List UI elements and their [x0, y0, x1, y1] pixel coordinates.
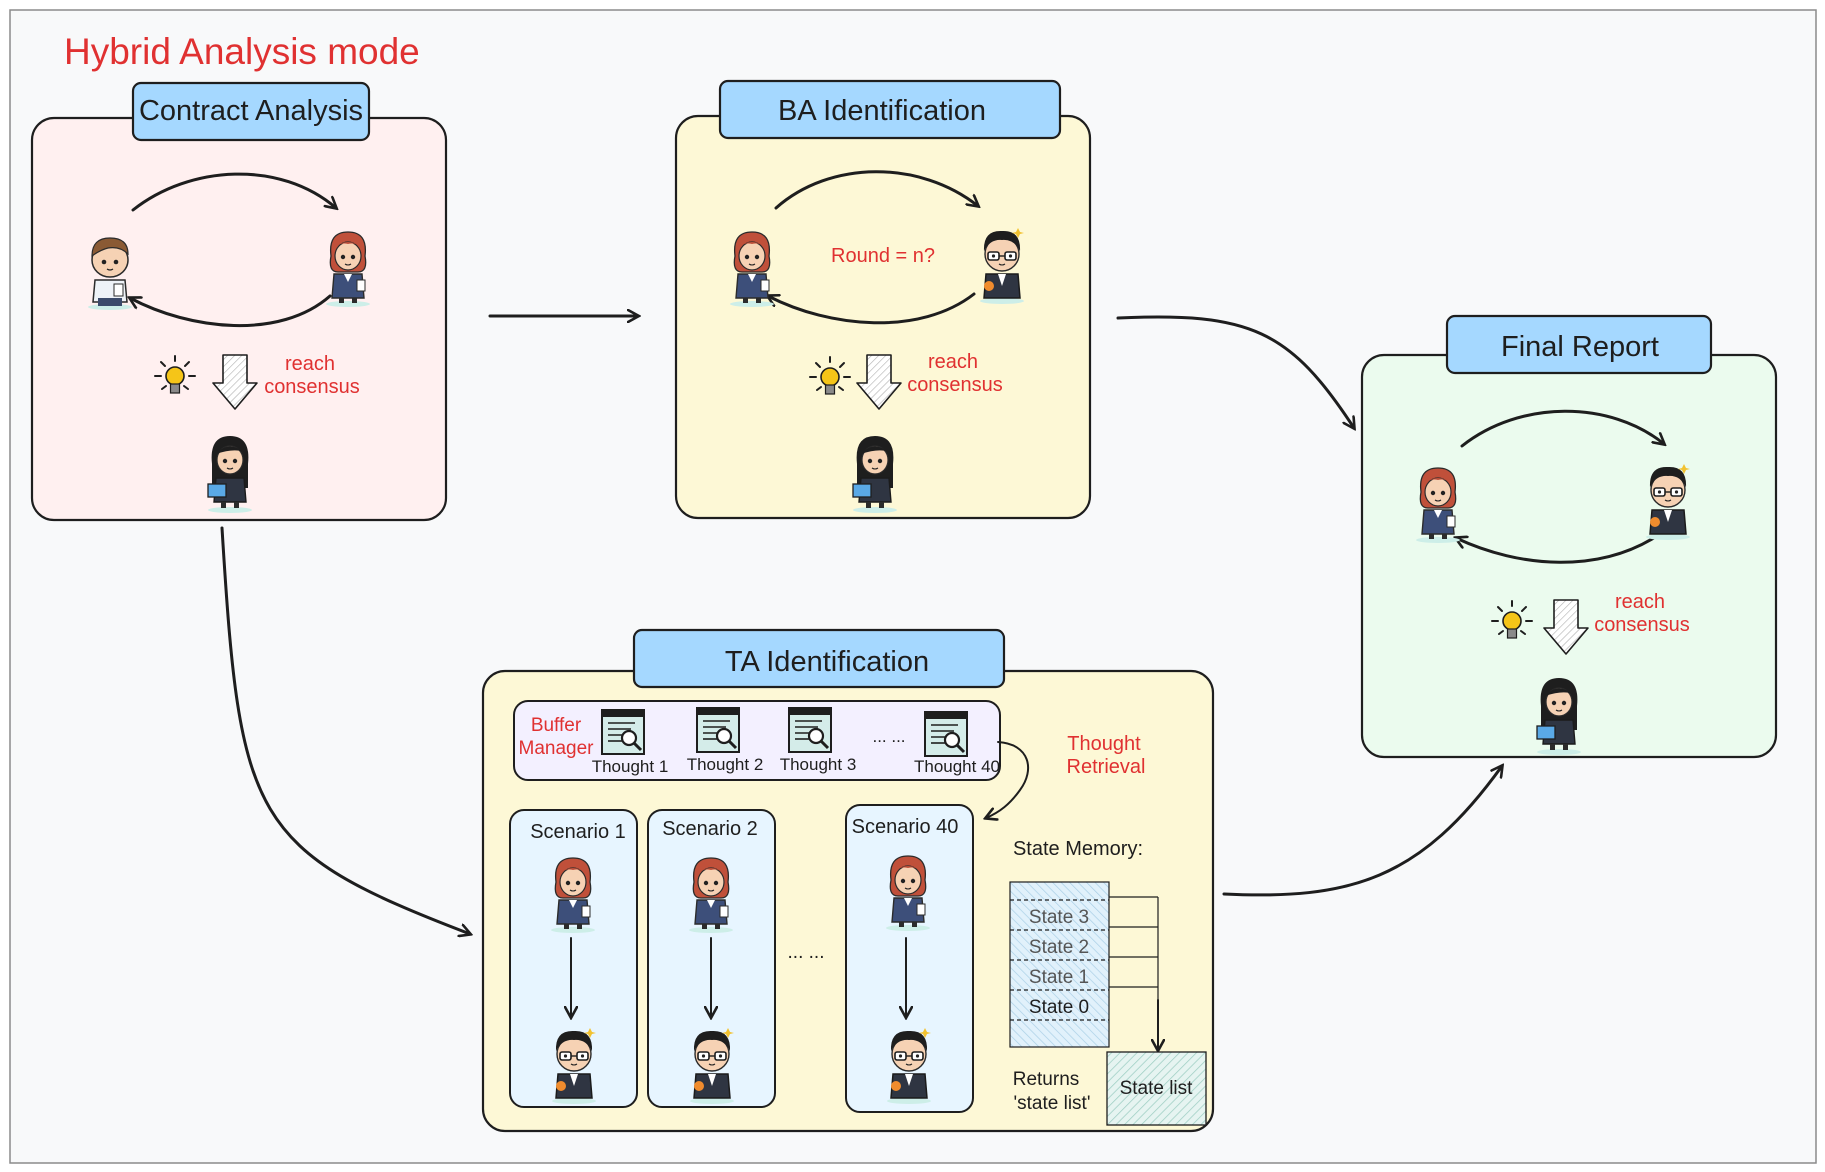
- thought-ellipsis: ... ...: [872, 727, 905, 746]
- contract-consensus-line2: consensus: [264, 376, 360, 398]
- female-analyst-icon: [729, 231, 775, 308]
- buffer-manager-line1: Buffer: [531, 715, 582, 736]
- thought-2-label: Thought 2: [687, 755, 764, 774]
- female-analyst-icon: [1415, 467, 1461, 544]
- document-search-icon: [923, 710, 969, 758]
- female-analyst-icon: [885, 855, 931, 932]
- female-analyst-icon: [325, 231, 371, 308]
- thought-3-label: Thought 3: [780, 755, 857, 774]
- ba-consensus-line1: reach: [928, 351, 978, 373]
- scenario-ellipsis: ... ...: [788, 942, 825, 963]
- document-search-icon: [600, 708, 646, 756]
- ba-identification-title: BA Identification: [778, 95, 986, 127]
- thought-retrieval-line1: Thought: [1067, 733, 1141, 755]
- contract-analysis-title: Contract Analysis: [139, 95, 363, 127]
- ba-identification-panel: BA Identification Round = n? reach conse…: [674, 79, 1092, 520]
- scenario-40: Scenario 40: [845, 804, 974, 1113]
- document-search-icon: [787, 706, 833, 754]
- scenario-1-label: Scenario 1: [530, 821, 626, 843]
- final-report-panel: Final Report reach consensus: [1360, 314, 1778, 759]
- thought-40-label: Thought 40: [914, 757, 1000, 776]
- ta-identification-title: TA Identification: [725, 646, 929, 678]
- final-consensus-line1: reach: [1615, 591, 1665, 613]
- buffer-manager-line2: Manager: [519, 738, 595, 759]
- female-analyst-icon: [550, 857, 596, 934]
- scenario-2: Scenario 2: [647, 809, 776, 1108]
- thought-retrieval-line2: Retrieval: [1067, 756, 1146, 778]
- contract-consensus-line1: reach: [285, 353, 335, 375]
- returns-line1: Returns: [1013, 1069, 1080, 1090]
- state-0-label: State 0: [1029, 997, 1089, 1018]
- state-list-label: State list: [1120, 1078, 1194, 1099]
- ba-consensus-line2: consensus: [907, 374, 1003, 396]
- round-label: Round = n?: [831, 245, 935, 267]
- final-consensus-line2: consensus: [1594, 614, 1690, 636]
- document-search-icon: [695, 706, 741, 754]
- scenario-40-label: Scenario 40: [852, 816, 959, 838]
- arrow-ba-to-final: [1116, 315, 1354, 428]
- arrow-ta-to-final: [1222, 766, 1502, 897]
- scenario-1: Scenario 1: [509, 809, 638, 1108]
- arrow-contract-to-ta: [220, 526, 470, 934]
- state-3-label: State 3: [1029, 907, 1089, 928]
- scenario-2-label: Scenario 2: [662, 818, 758, 840]
- state-2-label: State 2: [1029, 937, 1089, 958]
- returns-line2: 'state list': [1014, 1093, 1091, 1114]
- state-1-label: State 1: [1029, 967, 1089, 988]
- final-report-title: Final Report: [1501, 331, 1659, 363]
- laptop-woman-icon: [207, 435, 253, 514]
- ta-identification-panel: TA Identification Buffer Manager Thought…: [481, 628, 1215, 1133]
- contract-analysis-panel: Contract Analysis reach consensus: [30, 81, 448, 522]
- state-memory-label: State Memory:: [1013, 838, 1143, 860]
- female-analyst-icon: [688, 857, 734, 934]
- laptop-woman-icon: [1536, 677, 1582, 756]
- state-stack: State 3 State 2 State 1 State 0: [1009, 881, 1110, 1048]
- laptop-woman-icon: [852, 435, 898, 514]
- thought-1-label: Thought 1: [592, 757, 669, 776]
- state-list-box: [1106, 1051, 1207, 1126]
- diagram-title: Hybrid Analysis mode: [64, 31, 420, 72]
